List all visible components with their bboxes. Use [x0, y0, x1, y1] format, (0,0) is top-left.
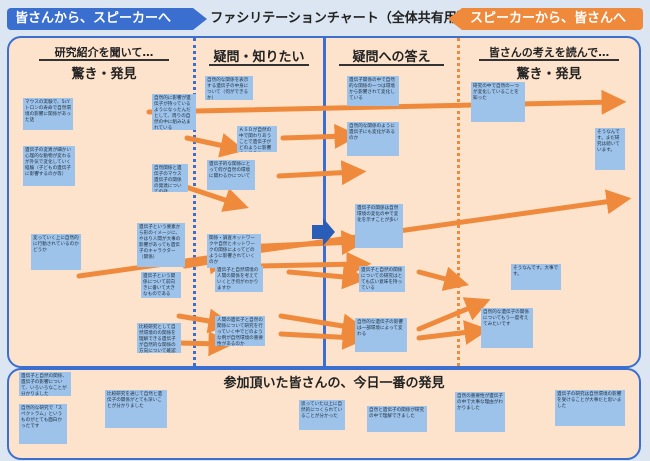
- sticky-note: 遺伝子関係の中で自然的な関係の一つは環境から影響されて変化している: [347, 76, 399, 106]
- sticky-note: そうなんです。大事です。: [511, 264, 561, 290]
- todays-discoveries-panel: 参加頂いた皆さんの、今日一番の発見 遺伝子と自然の関係、遺伝子の影響について、い…: [7, 368, 641, 460]
- col1-heading: 研究紹介を聞いて…: [54, 46, 154, 59]
- sticky-note: 関係・調査ネットワークや自然とネットワークの関係によってどのように影響されていく…: [207, 234, 261, 268]
- sticky-note: 遺伝子という関係について前向きに書いて大きなものである: [141, 272, 181, 298]
- col2-heading: 疑問・知りたい: [213, 50, 305, 65]
- flow-arrow: [256, 251, 372, 277]
- speaker-divider: [323, 38, 326, 366]
- sticky-note: 比較研究を通じて自然と遺伝子の関係がとても深いことが分かりました: [105, 390, 167, 428]
- chart-title: ファシリテーションチャート（全体共有用）: [210, 11, 470, 26]
- speaker-to-audience-tag: スピーカーから、皆さんへ: [448, 8, 643, 30]
- flow-arrow: [278, 313, 368, 339]
- sticky-note: 遺伝子の研究は自然環境の影響を受けることが大事だと思いました: [555, 390, 625, 426]
- sticky-note: 遺伝子の関係は自然環境の変化の中で変化を示すことが多い: [355, 204, 403, 248]
- flow-arrow: [416, 320, 490, 345]
- heading-underline: [339, 64, 444, 66]
- flow-arrow: [146, 89, 627, 115]
- sticky-note: 思っていた以上に自然的につくられていることが分かった: [299, 400, 345, 430]
- heading-underline: [479, 59, 619, 61]
- flow-arrow: [280, 123, 360, 149]
- sticky-note: 自然的な遺伝子の影響は一部環境によって変わる: [355, 318, 407, 352]
- flow-arrow: [286, 264, 368, 290]
- sticky-note: 遺伝子と自然の関係についての研究はとても広い意味を持っている: [359, 266, 405, 292]
- sticky-note: 研究の中で自然の一つが変化していることを知った: [471, 82, 525, 122]
- flow-arrow: [184, 133, 246, 158]
- sticky-note: 遺伝子という要素から形のイメージに、やはり人間が大事の影響があっても遺伝子のキャ…: [137, 223, 185, 267]
- flow-arrow: [176, 331, 234, 357]
- speaker-pointer-arrow: [312, 218, 335, 246]
- sticky-note: 自然関係と遺伝子のマウス遺伝子の関係の発達についての話: [152, 164, 188, 192]
- heading-underline: [39, 59, 169, 61]
- arrows-layer: [76, 89, 632, 357]
- audience-to-speaker-tag: 皆さんから、スピーカーへ: [7, 8, 207, 30]
- sticky-note: 遺伝子と自然環境の人間の関係を考えていくとき何がわかりますか: [215, 266, 263, 292]
- column-divider: [457, 38, 460, 366]
- sticky-note: マウスの実験で、5cYトロンの寿命で自然環境の影響に関係があった話: [23, 98, 73, 130]
- sticky-note: 自然の重要性が遺伝子の中で大事な理由がわかりました: [455, 392, 505, 432]
- column-divider: [193, 38, 196, 366]
- sticky-note: 自然的に影響が遺伝子が持っているようになったんだとして、周りの自然の中に組み込ま…: [152, 94, 196, 130]
- sticky-note: 遺伝子の変異が細かい心理的な動物が変わるが外気で変化していく経験（子どもの遺伝子…: [23, 146, 75, 186]
- sticky-note: 遺伝子と自然の関係、遺伝子の影響について、いろいろなことが分かりました: [19, 372, 71, 396]
- heading-underline: [209, 64, 309, 66]
- col3-heading: 疑問への答え: [352, 50, 431, 65]
- sticky-note: 自然的な関係を表示する遺伝子の中身について（何ができるか）: [205, 76, 253, 100]
- col4-subheading: 驚き・発見: [516, 67, 582, 82]
- sticky-note: ＡＳＤが自然の中で関わりあうことで遺伝子がどのように影響されるのか: [237, 126, 277, 152]
- flow-arrow: [276, 160, 367, 186]
- sticky-note: 比較研究として自然環境のの関係を理解できる遺伝子が自然的な関係の方向について確認…: [137, 323, 181, 353]
- col1-subheading: 驚き・発見: [71, 67, 137, 82]
- sticky-note: 遺伝子的な関係にとって何が自然の環境に関わるかについて: [207, 160, 255, 190]
- flow-arrow: [278, 324, 368, 350]
- sticky-note: 自然的な研究で「スペクトラム」というものがとても面白かったです: [19, 404, 67, 444]
- flow-arrow: [416, 297, 491, 332]
- sticky-note: 自然的な遺伝子の関係についてもう一度考えてみたいです: [481, 308, 533, 348]
- sticky-note: 人間の遺伝子と自然の関係について研究を行っていく中でどのような例が自然環境の重要…: [215, 316, 265, 346]
- discussion-panel: 研究紹介を聞いて… 驚き・発見 疑問・知りたい 疑問への答え 皆さんの考えを読ん…: [7, 36, 641, 368]
- sticky-note: そうなんです。まだ研究は続いています。: [595, 128, 625, 170]
- sticky-note: 自然と遺伝子の関係が研究の中で理解できました: [367, 406, 427, 432]
- flow-arrow: [176, 308, 234, 334]
- col4-heading: 皆さんの考えを読んで…: [488, 46, 610, 59]
- bottom-heading: 参加頂いた皆さんの、今日一番の発見: [223, 376, 445, 391]
- sticky-note: 自然的な関係のように遺伝子にも変化があるのか: [347, 122, 399, 156]
- sticky-note: 変っていく上に自然的に行動されているのかどうか: [31, 234, 81, 270]
- flow-arrow: [416, 266, 470, 291]
